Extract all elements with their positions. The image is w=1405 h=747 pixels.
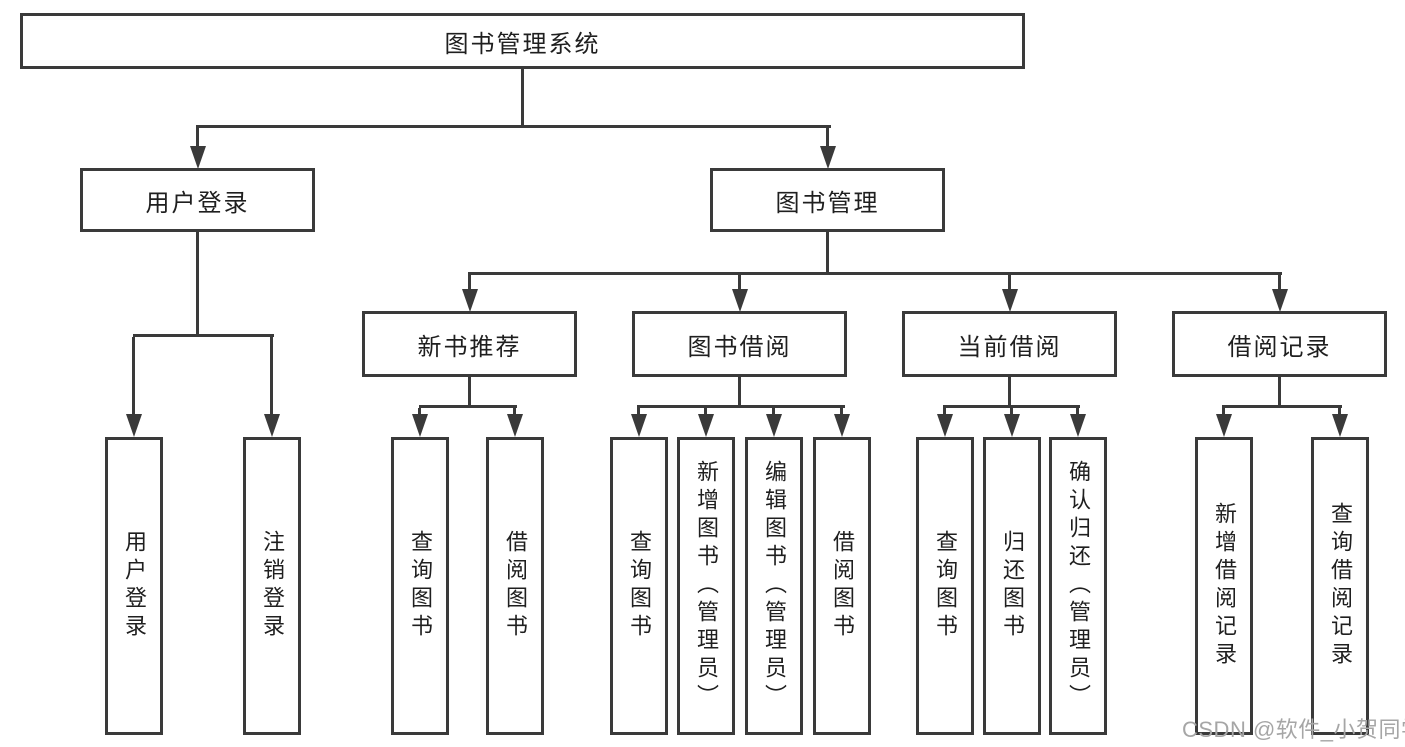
arrowhead-book-mgmt	[820, 146, 836, 169]
node-leaf-query-book-2: 查询图书	[610, 437, 668, 735]
connector-new-book-down	[468, 377, 471, 408]
connector-book-borrow-stem	[738, 275, 741, 291]
node-leaf-logout-label: 注销登录	[260, 530, 285, 642]
node-leaf-logout: 注销登录	[243, 437, 301, 735]
arrowhead-user-login	[190, 146, 206, 169]
node-leaf-query-book-3-label: 查询图书	[933, 530, 958, 642]
connector-borrow-records-group-bar	[1222, 405, 1342, 408]
connector-bb-leaf2-stem	[704, 408, 707, 417]
arrowhead-bb-leaf4	[834, 414, 850, 437]
node-leaf-add-borrow-record-label: 新增借阅记录	[1212, 502, 1237, 670]
connector-bb-leaf3-stem	[772, 408, 775, 417]
csdn-watermark: CSDN @软件_小贺同学	[1182, 717, 1405, 742]
node-book-borrow-label: 图书借阅	[687, 333, 792, 361]
arrowhead-book-borrow	[732, 289, 748, 312]
arrowhead-bb-leaf3	[766, 414, 782, 437]
node-leaf-query-borrow-record: 查询借阅记录	[1311, 437, 1369, 735]
node-leaf-return-book-label: 归还图书	[1000, 530, 1025, 642]
connector-book-mgmt-down	[826, 232, 829, 275]
node-leaf-edit-book: 编辑图书（管理员）	[745, 437, 803, 735]
connector-cb-leaf2-stem	[1010, 408, 1013, 417]
node-leaf-query-book-1: 查询图书	[391, 437, 449, 735]
connector-root-stem	[521, 69, 524, 128]
arrowhead-borrow-records	[1272, 289, 1288, 312]
connector-new-book-stem	[468, 275, 471, 291]
arrowhead-new-book	[462, 289, 478, 312]
node-book-borrow: 图书借阅	[632, 311, 847, 377]
node-book-mgmt-label: 图书管理	[775, 189, 880, 217]
connector-new-book-group-bar	[419, 405, 517, 408]
arrowhead-nb-leaf2	[507, 414, 523, 437]
node-leaf-user-login: 用户登录	[105, 437, 163, 735]
arrowhead-nb-leaf1	[412, 414, 428, 437]
connector-bb-leaf1-stem	[637, 408, 640, 417]
connector-level2-bar	[196, 125, 831, 128]
connector-user-login-stem	[196, 128, 199, 150]
connector-current-borrow-stem	[1008, 275, 1011, 291]
arrowhead-cb-leaf1	[937, 414, 953, 437]
node-root-label: 图书管理系统	[444, 30, 601, 58]
arrowhead-cb-leaf2	[1004, 414, 1020, 437]
arrowhead-bb-leaf2	[698, 414, 714, 437]
arrowhead-br-leaf2	[1332, 414, 1348, 437]
node-leaf-edit-book-label: 编辑图书（管理员）	[762, 460, 787, 712]
node-leaf-query-borrow-record-label: 查询借阅记录	[1328, 502, 1353, 670]
node-new-book-rec-label: 新书推荐	[417, 333, 522, 361]
arrowhead-current-borrow	[1002, 289, 1018, 312]
node-root: 图书管理系统	[20, 13, 1025, 69]
node-leaf-borrow-book-2: 借阅图书	[813, 437, 871, 735]
node-leaf-query-book-2-label: 查询图书	[627, 530, 652, 642]
node-borrow-records: 借阅记录	[1172, 311, 1387, 377]
arrowhead-leaf-logout	[264, 414, 280, 437]
connector-book-mgmt-stem	[826, 128, 829, 150]
node-leaf-borrow-book-1-label: 借阅图书	[503, 530, 528, 642]
connector-level3-bar	[468, 272, 1282, 275]
connector-br-leaf2-stem	[1338, 408, 1341, 417]
node-user-login-label: 用户登录	[145, 189, 250, 217]
connector-leaf-logout-stem	[270, 337, 273, 417]
connector-current-borrow-down	[1008, 377, 1011, 408]
arrowhead-bb-leaf1	[631, 414, 647, 437]
node-leaf-add-borrow-record: 新增借阅记录	[1195, 437, 1253, 735]
connector-cb-leaf3-stem	[1076, 408, 1079, 417]
node-leaf-return-book: 归还图书	[983, 437, 1041, 735]
arrowhead-cb-leaf3	[1070, 414, 1086, 437]
node-leaf-query-book-1-label: 查询图书	[408, 530, 433, 642]
connector-book-borrow-group-bar	[637, 405, 845, 408]
connector-cb-leaf1-stem	[943, 408, 946, 417]
node-leaf-borrow-book-2-label: 借阅图书	[830, 530, 855, 642]
node-new-book-rec: 新书推荐	[362, 311, 577, 377]
arrowhead-br-leaf1	[1216, 414, 1232, 437]
node-book-mgmt: 图书管理	[710, 168, 945, 232]
node-current-borrow-label: 当前借阅	[957, 333, 1062, 361]
node-borrow-records-label: 借阅记录	[1227, 333, 1332, 361]
connector-nb-leaf1-stem	[418, 408, 421, 417]
node-leaf-add-book: 新增图书（管理员）	[677, 437, 735, 735]
connector-login-group-bar	[133, 334, 274, 337]
connector-leaf-login-stem	[132, 337, 135, 417]
connector-borrow-records-stem	[1278, 275, 1281, 291]
connector-borrow-records-down	[1278, 377, 1281, 408]
node-user-login: 用户登录	[80, 168, 315, 232]
node-current-borrow: 当前借阅	[902, 311, 1117, 377]
node-leaf-confirm-return-label: 确认归还（管理员）	[1066, 460, 1091, 712]
arrowhead-leaf-login	[126, 414, 142, 437]
node-leaf-query-book-3: 查询图书	[916, 437, 974, 735]
connector-bb-leaf4-stem	[840, 408, 843, 417]
connector-nb-leaf2-stem	[513, 408, 516, 417]
connector-book-borrow-down	[738, 377, 741, 408]
node-leaf-add-book-label: 新增图书（管理员）	[694, 460, 719, 712]
connector-current-borrow-group-bar	[943, 405, 1080, 408]
node-leaf-confirm-return: 确认归还（管理员）	[1049, 437, 1107, 735]
connector-br-leaf1-stem	[1222, 408, 1225, 417]
node-leaf-borrow-book-1: 借阅图书	[486, 437, 544, 735]
connector-user-login-down	[196, 232, 199, 337]
node-leaf-user-login-label: 用户登录	[122, 530, 147, 642]
